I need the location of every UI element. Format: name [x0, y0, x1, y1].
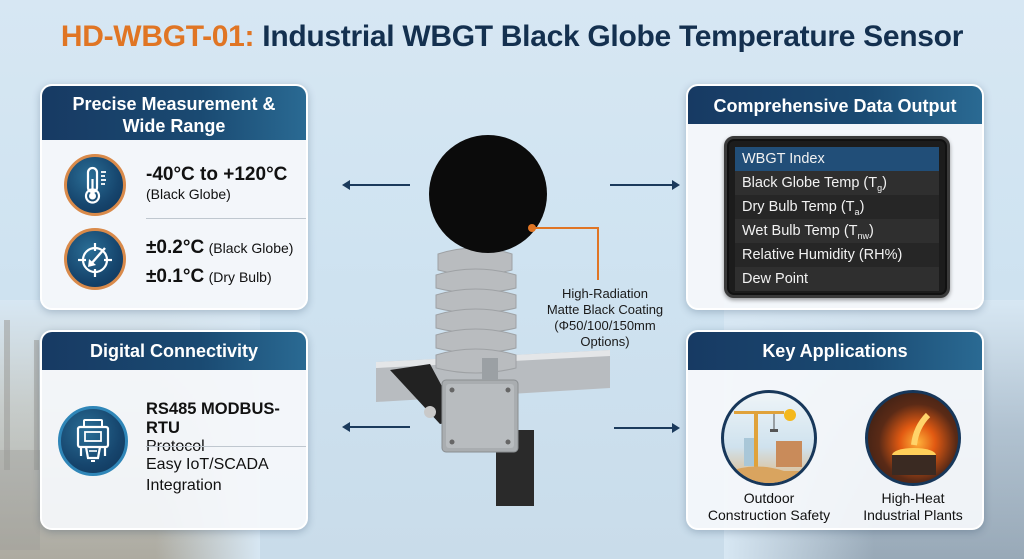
accuracy-globe-note: (Black Globe) [208, 240, 294, 256]
divider [146, 446, 306, 447]
application-construction: Outdoor Construction Safety [706, 390, 832, 524]
data-output-panel: Comprehensive Data Output WBGT Index Bla… [686, 84, 984, 310]
range-value: -40°C to +120°C [146, 164, 288, 185]
measurement-panel: Precise Measurement & Wide Range -40°C t… [40, 84, 308, 310]
data-output-header: Comprehensive Data Output [688, 86, 982, 124]
output-item-humidity: Relative Humidity (RH%) [735, 243, 939, 267]
measurement-title-line1: Precise Measurement & [72, 94, 276, 114]
data-output-screen: WBGT Index Black Globe Temp (Tg) Dry Bul… [724, 136, 950, 298]
protocol-name: RS485 MODBUS-RTU [146, 400, 280, 437]
globe-callout: High-Radiation Matte Black Coating (Φ50/… [540, 286, 670, 350]
divider [146, 218, 306, 219]
callout-line1: High-Radiation [562, 286, 648, 301]
serial-connector-icon [58, 406, 128, 476]
range-note: (Black Globe) [146, 186, 231, 202]
output-item-wbgt: WBGT Index [735, 147, 939, 171]
accuracy-drybulb-value: ±0.1°C [146, 266, 205, 287]
wbgt-sensor-illustration [376, 135, 610, 506]
integration-line2: Integration [146, 477, 222, 494]
callout-line3: (Φ50/100/150mm [554, 318, 656, 333]
accuracy-globe-value: ±0.2°C [146, 237, 205, 258]
title-text: Industrial WBGT Black Globe Temperature … [254, 20, 964, 53]
output-item-dew-point: Dew Point [735, 267, 939, 291]
model-code: HD-WBGT-01: [60, 20, 255, 53]
measurement-title-line2: Wide Range [122, 116, 226, 136]
applications-header: Key Applications [688, 332, 982, 370]
gauge-target-icon [64, 228, 126, 290]
application-industrial-line2: Industrial Plants [863, 507, 963, 523]
thermometer-icon [64, 154, 126, 216]
application-construction-line2: Construction Safety [707, 507, 831, 523]
application-construction-line1: Outdoor [743, 490, 795, 506]
integration-line1: Easy IoT/SCADA [146, 456, 269, 473]
output-item-black-globe: Black Globe Temp (Tg) [735, 171, 939, 195]
measurement-panel-header: Precise Measurement & Wide Range [42, 86, 306, 140]
connectivity-header: Digital Connectivity [42, 332, 306, 370]
accuracy-drybulb-note: (Dry Bulb) [208, 269, 272, 285]
page-title: HD-WBGT-01: Industrial WBGT Black Globe … [0, 20, 1024, 54]
connectivity-panel: Digital Connectivity RS485 MODBUS-RTU Pr… [40, 330, 308, 530]
arrow-to-applications [614, 423, 680, 433]
application-industrial: High-Heat Industrial Plants [850, 390, 976, 524]
application-industrial-line1: High-Heat [881, 490, 945, 506]
arrow-to-measurement [342, 180, 410, 190]
arrow-to-connectivity [342, 422, 410, 432]
output-item-dry-bulb: Dry Bulb Temp (Ta) [735, 195, 939, 219]
callout-line2: Matte Black Coating [546, 302, 664, 317]
arrow-to-data-output [610, 180, 680, 190]
applications-panel: Key Applications Outdoor Construction Sa… [686, 330, 984, 530]
molten-metal-icon [865, 390, 961, 486]
callout-line4: Options) [580, 334, 630, 349]
output-item-wet-bulb: Wet Bulb Temp (Tnw) [735, 219, 939, 243]
construction-crane-icon [721, 390, 817, 486]
